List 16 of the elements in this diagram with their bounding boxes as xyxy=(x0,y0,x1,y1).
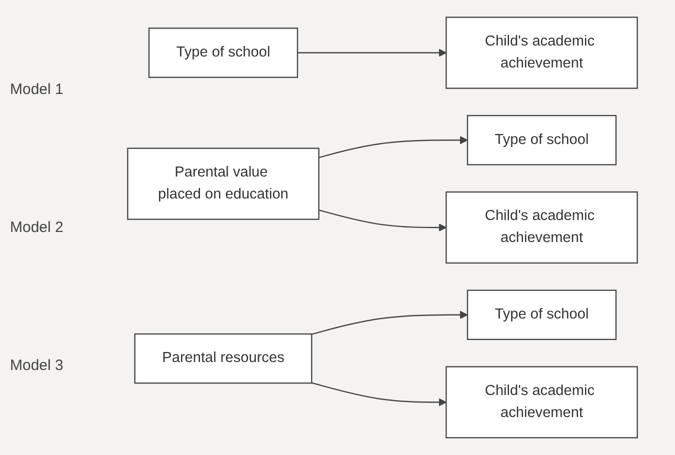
arrow xyxy=(312,382,447,406)
node-box: Child's academic achievement xyxy=(446,16,638,89)
node-box: Type of school xyxy=(148,28,298,78)
arrow xyxy=(298,48,447,57)
node-box: Type of school xyxy=(466,114,617,166)
node-box: Type of school xyxy=(466,290,617,340)
arrow xyxy=(312,310,468,335)
arrow xyxy=(318,136,468,158)
model-label: Model 1 xyxy=(10,80,64,98)
model-label: Model 2 xyxy=(10,218,64,236)
node-box: Parental resources xyxy=(134,333,312,384)
node-box: Child's academic achievement xyxy=(446,191,638,264)
model-label: Model 3 xyxy=(10,357,64,374)
node-box: Parental value placed on education xyxy=(127,148,320,220)
arrow xyxy=(318,209,447,232)
node-box: Child's academic achievement xyxy=(446,366,638,438)
